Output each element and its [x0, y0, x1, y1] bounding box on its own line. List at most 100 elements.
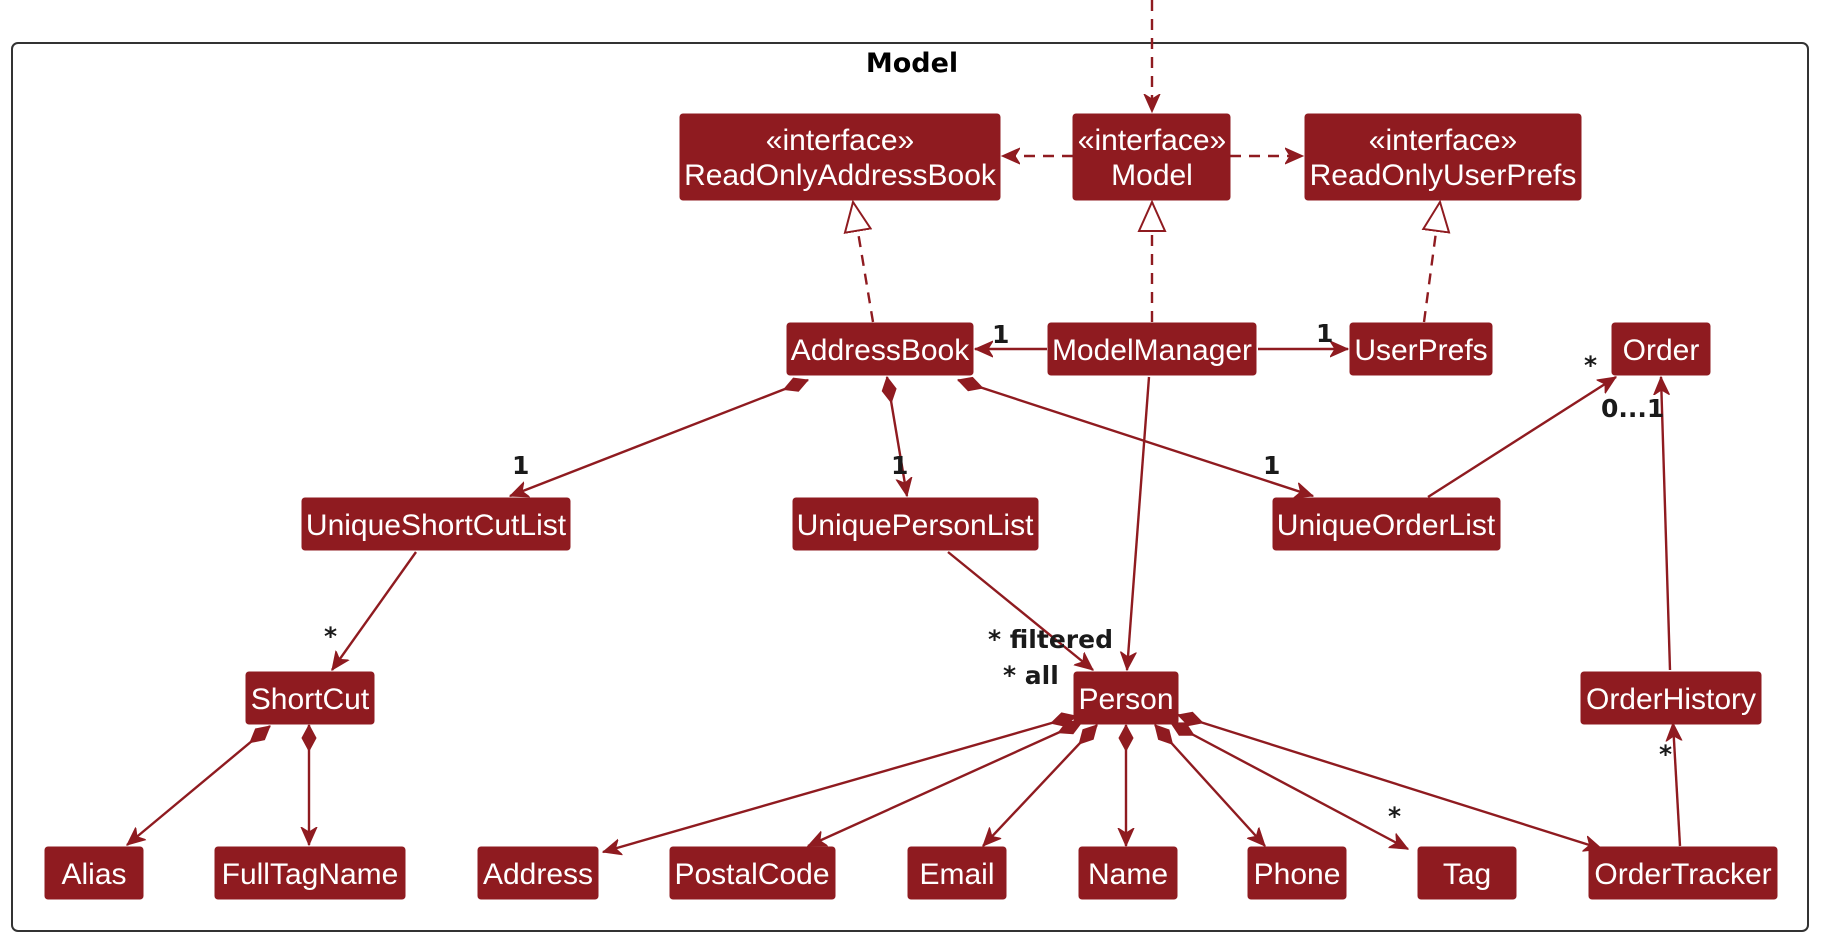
- edge-person-tag: [1171, 721, 1408, 851]
- node-box: [44, 846, 144, 900]
- node-label: UniqueShortCutList: [306, 509, 567, 542]
- node-unique-person-list[interactable]: UniquePersonList: [792, 497, 1039, 551]
- mult-person-all: * all: [1003, 661, 1059, 690]
- node-email[interactable]: Email: [907, 846, 1007, 900]
- mult-unique-person-list: 1: [891, 451, 908, 480]
- multiplicity-labels: 1 1 1 1 1 * 0...1 * * all * filtered * *: [324, 319, 1672, 831]
- edge-order-tracker-order-history: [1673, 723, 1680, 847]
- node-label: Alias: [61, 858, 126, 891]
- node-box: [1047, 322, 1257, 376]
- node-label: ModelManager: [1052, 334, 1252, 367]
- edge-person-email: [982, 724, 1098, 846]
- node-stereotype: «interface»: [766, 124, 914, 157]
- node-label: Order: [1623, 334, 1700, 367]
- node-label: ReadOnlyUserPrefs: [1310, 159, 1577, 192]
- node-box: [792, 497, 1039, 551]
- edge-address-book-unique-person-list: [887, 377, 907, 496]
- node-label: Phone: [1254, 858, 1341, 891]
- node-label: Address: [483, 858, 593, 891]
- node-person[interactable]: Person: [1073, 671, 1179, 725]
- node-order[interactable]: Order: [1611, 322, 1711, 376]
- node-unique-shortcut-list[interactable]: UniqueShortCutList: [301, 497, 571, 551]
- node-box: [1073, 671, 1179, 725]
- node-stereotype: «interface»: [1369, 124, 1517, 157]
- mult-order-star: *: [1584, 351, 1597, 380]
- model-frame: Model: [11, 42, 1809, 932]
- edge-order-history-order: [1661, 377, 1672, 671]
- node-alias[interactable]: Alias: [44, 846, 144, 900]
- node-label: Model: [1111, 159, 1193, 192]
- node-box: [1304, 113, 1582, 201]
- node-order-history[interactable]: OrderHistory: [1580, 671, 1762, 725]
- node-tag[interactable]: Tag: [1417, 846, 1517, 900]
- node-box: [477, 846, 599, 900]
- node-box: [1072, 113, 1231, 201]
- node-label: FullTagName: [222, 858, 399, 891]
- node-readonly-address-book[interactable]: «interface» ReadOnlyAddressBook: [679, 113, 1001, 201]
- node-unique-order-list[interactable]: UniqueOrderList: [1272, 497, 1501, 551]
- mult-unique-order-list: 1: [1263, 451, 1280, 480]
- model-frame-title: Model: [866, 48, 958, 79]
- node-box: [1580, 671, 1762, 725]
- node-box: [1078, 846, 1178, 900]
- mult-shortcut: *: [324, 622, 337, 651]
- edge-unique-order-list-order: [1427, 375, 1616, 499]
- node-box: [214, 846, 406, 900]
- node-box: [1588, 846, 1778, 900]
- node-label: Person: [1078, 683, 1173, 716]
- node-box: [1272, 497, 1501, 551]
- edge-person-order-tracker: [1178, 715, 1602, 849]
- mult-order-zero-one: 0...1: [1601, 394, 1664, 423]
- node-user-prefs[interactable]: UserPrefs: [1349, 322, 1493, 376]
- mult-person-filtered: * filtered: [988, 625, 1113, 654]
- node-box: [1417, 846, 1517, 900]
- node-order-tracker[interactable]: OrderTracker: [1588, 846, 1778, 900]
- node-model[interactable]: «interface» Model: [1072, 113, 1231, 201]
- node-label: OrderTracker: [1594, 858, 1771, 891]
- node-box: [907, 846, 1007, 900]
- node-label: ShortCut: [251, 683, 370, 716]
- node-label: OrderHistory: [1586, 683, 1756, 716]
- node-phone[interactable]: Phone: [1247, 846, 1347, 900]
- node-label: Tag: [1443, 858, 1491, 891]
- node-stereotype: «interface»: [1078, 124, 1226, 157]
- node-label: UniqueOrderList: [1277, 509, 1496, 542]
- node-postal-code[interactable]: PostalCode: [669, 846, 836, 900]
- edge-user-prefs-realizes-readonly: [1424, 202, 1440, 323]
- mult-user-prefs: 1: [1316, 319, 1333, 348]
- node-label: ReadOnlyAddressBook: [684, 159, 997, 192]
- node-label: Email: [919, 858, 994, 891]
- node-box: [679, 113, 1001, 201]
- node-label: Name: [1088, 858, 1168, 891]
- nodes: «interface» ReadOnlyAddressBook «interfa…: [44, 113, 1778, 900]
- node-readonly-user-prefs[interactable]: «interface» ReadOnlyUserPrefs: [1304, 113, 1582, 201]
- node-box: [1247, 846, 1347, 900]
- node-address-book[interactable]: AddressBook: [786, 322, 974, 376]
- node-box: [786, 322, 974, 376]
- edge-unique-person-list-person: [947, 551, 1093, 671]
- node-box: [669, 846, 836, 900]
- edges: [127, 0, 1680, 852]
- node-box: [1349, 322, 1493, 376]
- mult-order-history: *: [1659, 740, 1672, 769]
- node-full-tag-name[interactable]: FullTagName: [214, 846, 406, 900]
- node-label: PostalCode: [674, 858, 829, 891]
- node-box: [1611, 322, 1711, 376]
- node-box: [245, 671, 375, 725]
- node-shortcut[interactable]: ShortCut: [245, 671, 375, 725]
- edge-model-manager-person: [1127, 376, 1151, 670]
- mult-address-book: 1: [992, 320, 1009, 349]
- node-label: UserPrefs: [1354, 334, 1487, 367]
- mult-unique-shortcut-list: 1: [512, 451, 529, 480]
- edge-address-book-realizes-readonly: [853, 202, 875, 323]
- edge-shortcut-alias: [127, 725, 270, 846]
- model-frame-border: [11, 42, 1809, 932]
- node-box: [301, 497, 571, 551]
- edge-unique-shortcut-list-shortcut: [331, 551, 417, 670]
- node-name[interactable]: Name: [1078, 846, 1178, 900]
- edge-address-book-unique-shortcut-list: [510, 380, 808, 496]
- node-model-manager[interactable]: ModelManager: [1047, 322, 1257, 376]
- node-address[interactable]: Address: [477, 846, 599, 900]
- node-label: AddressBook: [791, 334, 970, 367]
- node-label: UniquePersonList: [797, 509, 1034, 542]
